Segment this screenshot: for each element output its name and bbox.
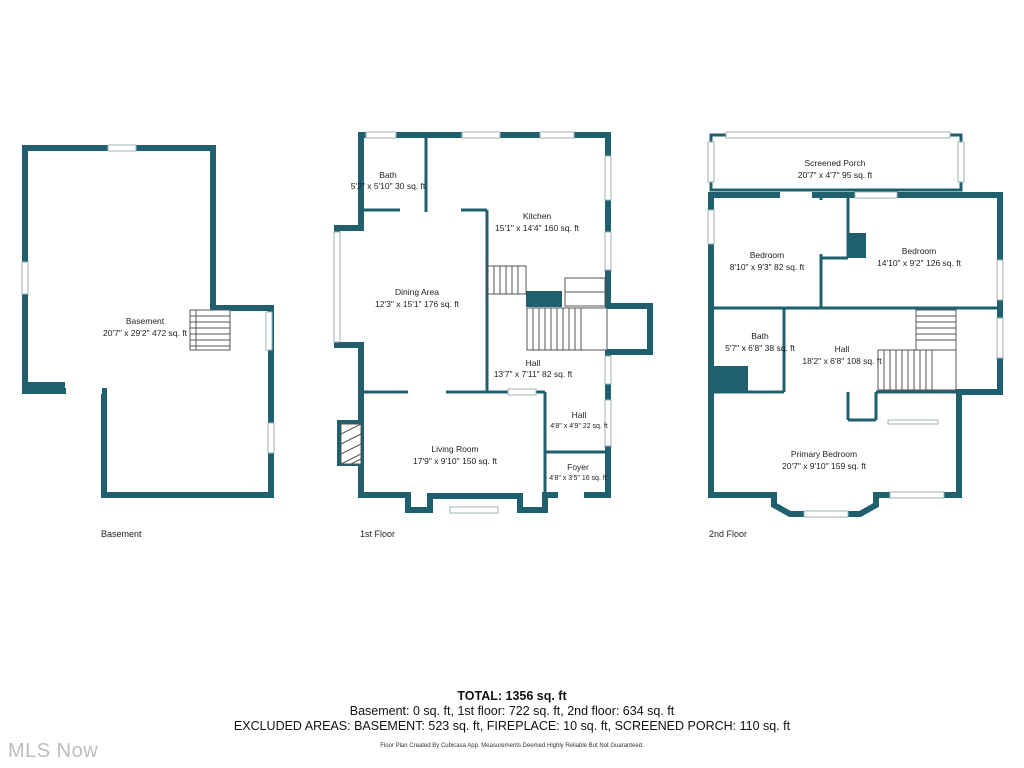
room-name: Screened Porch [805, 158, 866, 168]
porch-screen-right [957, 141, 965, 183]
room-name: Primary Bedroom [791, 449, 857, 459]
room-dimensions: 17'9" x 9'10" 150 sq. ft [413, 456, 498, 466]
opening [818, 200, 824, 254]
room-dimensions: 20'7" x 4'7" 95 sq. ft [798, 170, 873, 180]
window [707, 209, 715, 245]
window [507, 388, 537, 396]
second-floor-plan: Screened Porch 20'7" x 4'7" 95 sq. ft Be… [707, 131, 1004, 539]
room-dimensions: 20'7" x 29'2" 472 sq. ft [103, 328, 188, 338]
room-name: Bedroom [750, 250, 785, 260]
room-name: Living Room [431, 444, 478, 454]
room-dimensions: 8'10" x 9'3" 82 sq. ft [730, 262, 805, 272]
room-name: Bedroom [902, 246, 937, 256]
disclaimer: Floor Plan Created By Cubicasa App. Meas… [380, 743, 644, 749]
window [803, 510, 849, 518]
floor-label-basement: Basement [101, 529, 142, 539]
window [365, 131, 397, 139]
window [604, 399, 612, 447]
second-floor-wall-block [848, 233, 866, 258]
room-dimensions: 15'1" x 14'4" 160 sq. ft [495, 223, 580, 233]
room-name: Hall [835, 344, 850, 354]
window [604, 355, 612, 385]
total-area: TOTAL: 1356 sq. ft [457, 689, 567, 703]
window [889, 491, 945, 499]
basement-opening-right [265, 311, 273, 351]
floor-label-second: 2nd Floor [709, 529, 747, 539]
window [854, 191, 898, 199]
room-name: Hall [572, 410, 587, 420]
window [539, 131, 575, 139]
window [461, 131, 501, 139]
porch-screen-left [707, 141, 715, 183]
room-dimensions: 18'2" x 6'8" 108 sq. ft [802, 356, 882, 366]
first-floor-outline [334, 132, 653, 513]
room-dimensions: 14'10" x 9'2" 126 sq. ft [877, 258, 962, 268]
window [996, 317, 1004, 359]
room-dimensions: 13'7" x 7'11" 82 sq. ft [494, 369, 573, 379]
room-dimensions: 5'2" x 5'10" 30 sq. ft [351, 181, 426, 191]
room-name: Bath [751, 331, 769, 341]
basement-wall-block [25, 382, 65, 394]
basement-stairs [189, 309, 231, 351]
room-name: Kitchen [523, 211, 552, 221]
basement-window-top [107, 144, 137, 152]
excluded-areas-line: EXCLUDED AREAS: BASEMENT: 523 sq. ft, FI… [233, 719, 791, 733]
window [887, 419, 939, 425]
porch-door-opening [780, 192, 812, 198]
fireplace [337, 420, 363, 466]
first-floor-stairs [487, 265, 608, 351]
front-door-opening [558, 492, 584, 498]
second-floor-stairs [877, 309, 957, 391]
second-floor-outline [708, 192, 1003, 517]
room-dimensions: 5'7" x 6'8" 38 sq. ft [725, 343, 795, 353]
window [449, 506, 499, 514]
room-name: Basement [126, 316, 165, 326]
basement-floor-plan: Basement 20'7" x 29'2" 472 sq. ft Baseme… [21, 144, 275, 539]
basement-window-left [21, 261, 29, 295]
opening [408, 389, 446, 395]
room-name: Dining Area [395, 287, 439, 297]
first-floor-wall-block [526, 291, 562, 307]
basement-opening-bottom [66, 388, 102, 394]
floor-areas-line: Basement: 0 sq. ft, 1st floor: 722 sq. f… [349, 704, 675, 718]
floor-label-first: 1st Floor [360, 529, 395, 539]
room-name: Bath [379, 170, 397, 180]
room-name: Hall [526, 358, 541, 368]
mls-now-logo: MLS Now [8, 740, 99, 762]
room-dimensions: 20'7" x 9'10" 159 sq. ft [782, 461, 867, 471]
window [604, 155, 612, 201]
room-dimensions: 4'8" x 4'9" 22 sq. ft [550, 423, 608, 430]
room-dimensions: 12'3" x 15'1" 176 sq. ft [375, 299, 460, 309]
window [604, 231, 612, 271]
room-dimensions: 4'8" x 3'5" 16 sq. ft [549, 475, 607, 482]
window-bay [333, 231, 341, 343]
porch-screen-top [725, 131, 951, 139]
window [996, 259, 1004, 301]
room-name: Foyer [567, 462, 589, 472]
first-floor-plan: Bath 5'2" x 5'10" 30 sq. ft Kitchen 15'1… [333, 131, 653, 539]
basement-window-right [267, 422, 275, 454]
second-floor-wall-block [712, 366, 748, 392]
